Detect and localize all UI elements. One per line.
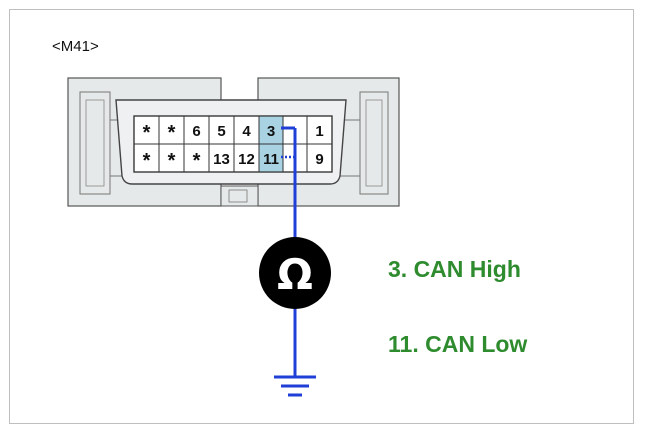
- ohmmeter-icon: Ω: [259, 237, 331, 309]
- pin-bottom-1: *: [143, 150, 151, 172]
- pin-top-5: 4: [242, 123, 251, 140]
- pin-top-6: 3: [267, 123, 275, 140]
- pin-top-1: *: [143, 122, 151, 144]
- pin-bottom-8: 9: [315, 151, 323, 168]
- legend-can-high: 3. CAN High: [388, 256, 521, 282]
- connector-label: <M41>: [52, 38, 99, 55]
- pin-top-2: *: [168, 122, 176, 144]
- legend-can-low: 11. CAN Low: [388, 331, 528, 357]
- pin-top-4: 5: [217, 123, 225, 140]
- pin-bottom-5: 12: [238, 151, 255, 168]
- probe-wire: [281, 126, 297, 376]
- pin-bottom-2: *: [168, 150, 176, 172]
- pin-top-3: 6: [192, 123, 200, 140]
- diagram-frame: [9, 9, 634, 424]
- pin-top-8: 1: [315, 123, 323, 140]
- ground-icon: [274, 375, 316, 397]
- pin-bottom-3: *: [193, 150, 201, 172]
- ohm-symbol: Ω: [277, 250, 313, 299]
- pin-bottom-6: 11: [263, 151, 279, 168]
- pin-bottom-4: 13: [213, 151, 230, 168]
- pin-grid: * * 6 5 4 3 1 * * * 13 12 11 9: [133, 115, 333, 173]
